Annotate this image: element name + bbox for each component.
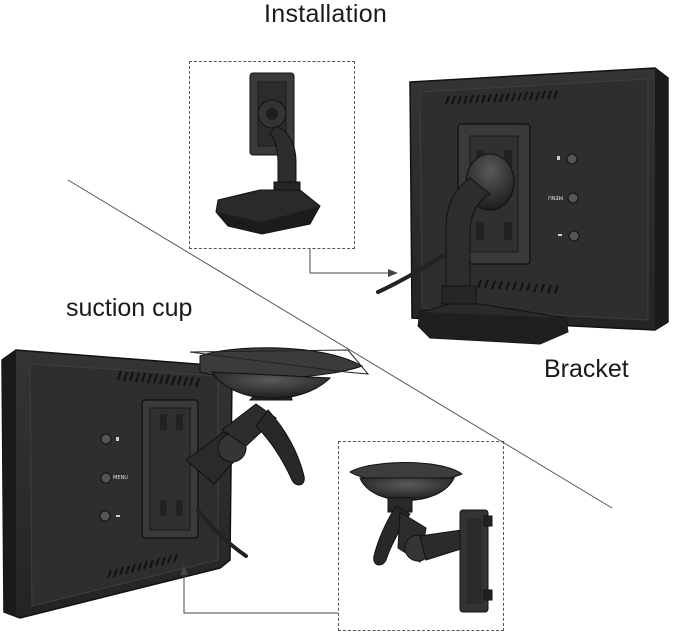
installation-title: Installation: [264, 0, 388, 28]
menu-button-label-bracket: MENU: [548, 194, 563, 200]
suction-cup-label: suction cup: [66, 294, 193, 322]
monitor-suction-view: MENU: [1, 347, 370, 619]
suction-arm-image: [349, 462, 493, 613]
suction-arm-detail-box: [338, 441, 504, 631]
stand-detail-box: [189, 61, 355, 249]
menu-button-label-suction: MENU: [113, 475, 128, 481]
separator-line: [67, 179, 613, 509]
monitor-bracket-view: MENU: [376, 67, 669, 345]
desk-stand-image: [215, 72, 321, 235]
arrow-to-suction: [180, 565, 338, 614]
arrow-to-bracket: [309, 249, 398, 277]
bracket-label: Bracket: [544, 355, 629, 383]
